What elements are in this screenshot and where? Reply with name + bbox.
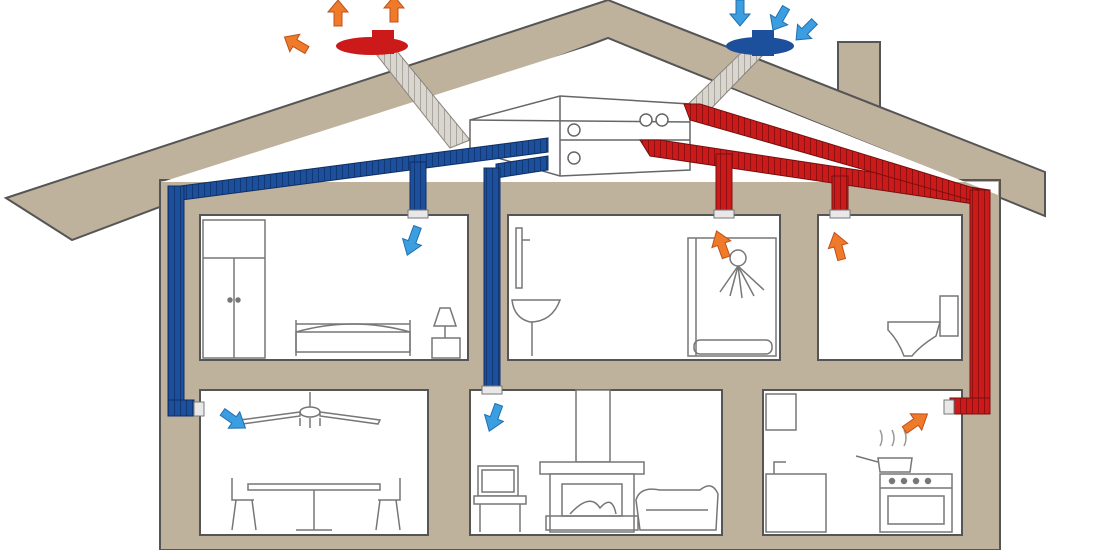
fresh-air-arrows [219, 0, 819, 432]
dining-table-icon [231, 478, 401, 531]
washbasin-icon [511, 227, 562, 356]
shower-icon [687, 237, 777, 357]
furniture [202, 219, 959, 533]
room-toilet [817, 214, 963, 361]
arrow-up-icon [382, 0, 406, 23]
arrow-down-icon [795, 17, 819, 41]
exhaust-air-ducts [639, 103, 991, 415]
arrow-down-icon [769, 4, 791, 31]
tv-icon [473, 465, 527, 532]
exhaust-air-arrows [283, 0, 929, 435]
fresh-air-ducts [167, 137, 549, 417]
vent-living-room [481, 385, 503, 395]
arrow-up-icon [326, 0, 350, 27]
arrow-up-icon [901, 413, 929, 435]
arrow-down-icon [219, 407, 247, 429]
toilet-icon [887, 295, 959, 357]
roof-exhaust-vent-icon [336, 30, 408, 55]
arrow-up-icon [711, 230, 732, 260]
ceiling-fan-icon [238, 392, 382, 428]
vent-diffusers [193, 209, 955, 417]
vent-kitchen [943, 399, 955, 415]
heat-recovery-unit-icon [469, 95, 691, 177]
vent-toilet [829, 209, 851, 219]
arrow-up-icon [827, 231, 849, 262]
armchair-icon [635, 485, 719, 531]
fireplace-icon [539, 389, 645, 533]
arrow-down-icon [728, 0, 752, 27]
vent-bedroom [407, 209, 429, 219]
arrow-down-icon [483, 402, 505, 432]
arrow-up-icon [283, 33, 310, 55]
roof [3, 0, 1046, 242]
lamp-icon [431, 307, 461, 359]
wardrobe-icon [202, 219, 266, 359]
vent-dining-room [193, 401, 205, 417]
sink-icon [765, 393, 827, 533]
roof-intake-vent-icon [726, 30, 794, 56]
vent-bathroom [713, 209, 735, 219]
stove-icon [855, 429, 953, 533]
arrow-down-icon [401, 224, 423, 256]
bed-icon [295, 320, 411, 356]
